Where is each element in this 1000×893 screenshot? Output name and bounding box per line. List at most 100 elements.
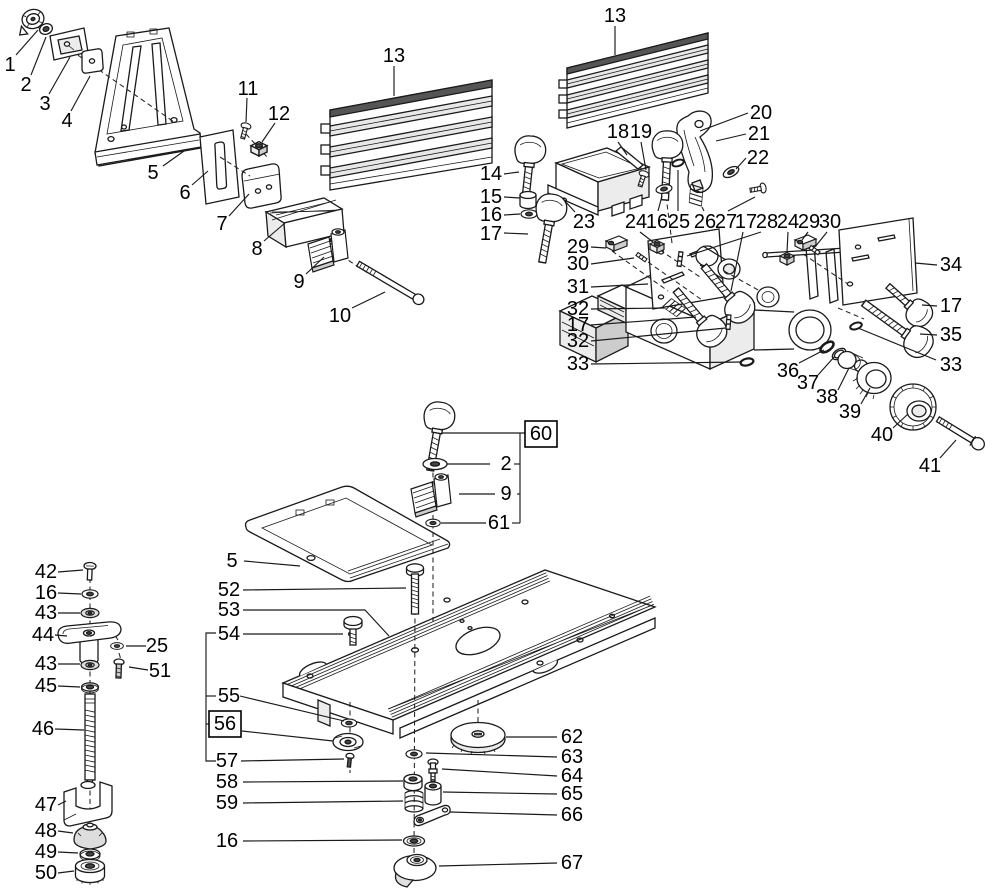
part-label-62: 62: [561, 726, 583, 748]
leader-line: [699, 112, 749, 132]
leader-line: [715, 133, 747, 142]
leader-line: [860, 387, 871, 405]
leader-line: [590, 361, 743, 365]
part-bracket-47: [63, 780, 113, 827]
part-label-17: 17: [940, 295, 962, 317]
part-pin-30: [635, 251, 648, 263]
leader-line: [798, 349, 825, 364]
part-label-58: 58: [216, 771, 238, 793]
leader-line: [245, 97, 248, 123]
leader-line: [242, 587, 407, 591]
part-label-25: 25: [668, 211, 690, 233]
part-washer-16: [520, 209, 538, 219]
leader-line: [562, 198, 576, 213]
part-label-16: 16: [480, 204, 502, 226]
part-label-6: 6: [179, 182, 190, 204]
assembly-axis-dashed-line: [647, 261, 703, 301]
part-bolt-10: [355, 260, 425, 306]
leader-line: [857, 327, 937, 361]
leader-line: [241, 730, 334, 742]
part-screw-57: [345, 752, 355, 768]
part-label-53: 53: [218, 599, 240, 621]
part-label-49: 49: [35, 841, 57, 863]
part-fence-profile-13-left: [320, 79, 493, 191]
part-label-1: 1: [4, 54, 15, 76]
part-label-12: 12: [268, 103, 290, 125]
part-label-5: 5: [147, 162, 158, 184]
part-ring-nut-39: [852, 361, 892, 400]
part-label-41: 41: [919, 455, 941, 477]
part-label-24: 24: [625, 211, 647, 233]
part-screw-54: [343, 615, 363, 646]
part-label-29: 29: [798, 211, 820, 233]
part-label-38: 38: [816, 386, 838, 408]
part-label-54: 54: [218, 623, 240, 645]
part-clamp-bar-44: [57, 621, 122, 665]
leader-line: [425, 752, 558, 758]
part-label-7: 7: [216, 213, 227, 235]
leader-line: [242, 780, 404, 783]
leader-line: [242, 800, 404, 804]
part-washer-16: [654, 182, 674, 196]
assembly-axis-dashed-line: [219, 156, 251, 177]
leader-line: [205, 632, 216, 762]
leader-lines: [15, 26, 957, 874]
assembly-axis-dashed-line: [611, 250, 669, 292]
leader-line: [590, 257, 635, 265]
part-label-16: 16: [216, 830, 238, 852]
leader-line: [351, 291, 386, 309]
leader-line: [686, 231, 762, 257]
part-label-17: 17: [735, 211, 757, 233]
leader-line: [442, 791, 558, 795]
leader-line: [57, 830, 74, 834]
leader-line: [228, 193, 250, 217]
part-nut-12: [250, 140, 268, 157]
part-label-67: 67: [561, 852, 583, 874]
assembly-axis-dashed-line: [802, 253, 849, 285]
part-link-arm-66: [413, 804, 451, 827]
part-label-box-56: [208, 710, 242, 738]
part-label-18: 18: [607, 121, 629, 143]
part-clamp-jaw-9: [410, 473, 452, 518]
leader-line: [240, 758, 345, 762]
part-washer-61: [425, 518, 441, 528]
leader-line: [590, 327, 727, 342]
part-label-34: 34: [940, 254, 962, 276]
part-label-32: 32: [567, 330, 589, 352]
part-screw-51: [113, 658, 125, 679]
part-washer-43: [80, 607, 100, 619]
part-washer-2-large: [422, 457, 448, 471]
part-pin-18: [614, 146, 645, 170]
assembly-axis-dashed-line: [118, 652, 122, 661]
part-base-plate-53: [281, 569, 657, 739]
part-washer-43: [80, 659, 100, 671]
leader-line: [70, 75, 91, 112]
leader-line: [263, 222, 286, 242]
leader-line: [503, 171, 520, 175]
part-washer-16-large: [402, 835, 426, 847]
part-label-59: 59: [216, 792, 238, 814]
leader-line: [892, 413, 909, 429]
leader-line: [449, 811, 558, 816]
leader-line: [657, 195, 663, 212]
leader-line: [128, 666, 149, 671]
part-label-60: 60: [530, 423, 552, 445]
part-label-13: 13: [383, 45, 405, 67]
leader-line: [730, 231, 744, 292]
part-mount-plate-34: [838, 217, 918, 306]
leader-line: [191, 170, 209, 186]
leader-line: [590, 307, 665, 310]
part-label-box-60: [524, 420, 558, 448]
leader-line: [162, 150, 185, 167]
part-label-33: 33: [940, 354, 962, 376]
part-label-26: 26: [694, 211, 716, 233]
part-label-11: 11: [238, 78, 259, 100]
part-label-27: 27: [715, 211, 737, 233]
leader-line: [919, 333, 938, 336]
part-label-17: 17: [567, 314, 589, 336]
part-label-3: 3: [39, 93, 50, 115]
leader-line: [617, 141, 628, 156]
part-slotted-plate-6: [199, 129, 240, 205]
leader-line: [438, 862, 558, 867]
